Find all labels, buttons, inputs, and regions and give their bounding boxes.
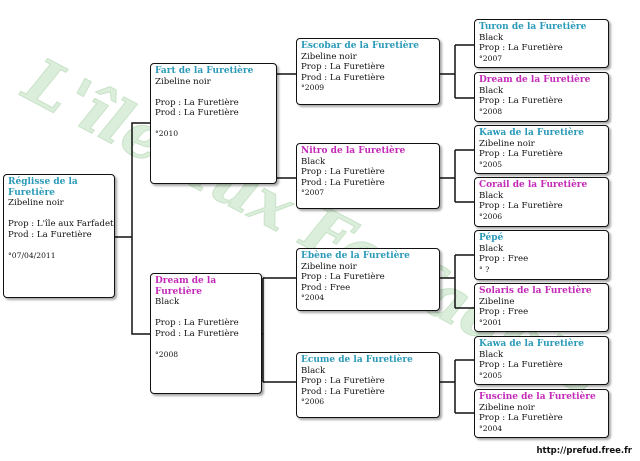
card-year: °2008 [479,106,503,116]
card-prod: Prod : La Furetière [301,72,385,83]
card-prop: Prop : La Furetière [479,360,563,371]
card-year: °07/04/2011 [8,250,56,260]
card-prop: Prop : La Furetière [301,376,385,387]
card-name: Ecume de la Furetière [301,355,413,365]
card-name: Pépé [479,233,504,243]
card-color: Black [479,243,504,254]
card-prop: Prop : La Furetière [479,413,563,424]
card-ecume: Ecume de la Furetière Black Prop : La Fu… [296,352,440,418]
card-color: Zibeline noir [301,51,357,62]
card-prop: Prop : La Furetière [155,97,239,108]
card-year: °2006 [301,397,325,407]
card-color: Zibeline noir [155,76,211,87]
card-kawa-2: Kawa de la Furetière Black Prop : La Fur… [474,336,609,385]
card-color: Zibeline noir [301,261,357,272]
connector-nitro [440,149,474,203]
site-url: http://prefud.free.fr [536,446,632,456]
card-fuscine: Fuscine de la Furetière Zibeline noir Pr… [474,389,609,438]
connector-ecume [440,359,474,414]
card-year: °2010 [155,129,179,139]
card-name: Fart de la Furetière [155,66,254,76]
card-year: °2008 [155,349,179,359]
card-color: Black [155,297,180,307]
card-color: Black [479,349,504,360]
card-name: Nitro de la Furetière [301,146,406,156]
card-year: °2009 [301,83,325,93]
connector-dream [262,277,296,383]
card-name: Escobar de la Furetière [301,41,419,51]
card-prod: Prod : La Furetière [301,177,385,188]
card-prod: Prod : La Furetière [155,328,239,339]
card-color: Zibeline noir [479,402,535,413]
card-solaris: Solaris de la Furetière Zibeline Prop : … [474,283,609,332]
card-prop: Prop : La Furetière [479,149,563,160]
connector-ebene [440,254,474,309]
card-name: Ebène de la Furetière [301,251,410,261]
card-prod: Prod : La Furetière [8,229,92,240]
card-prop: Prop : L'île aux Farfadets [8,219,115,230]
card-color: Black [479,32,504,43]
card-year: °2007 [301,188,325,198]
card-dream-1: Dream de la Furetière Black Prop : La Fu… [150,273,262,394]
card-year: °2005 [479,159,503,169]
card-nitro: Nitro de la Furetière Black Prop : La Fu… [296,143,440,209]
card-ebene: Ebène de la Furetière Zibeline noir Prop… [296,248,440,311]
card-prop: Prop : La Furetière [301,272,385,283]
card-name: Turon de la Furetière [479,22,587,32]
card-corail: Corail de la Furetière Black Prop : La F… [474,177,609,227]
card-color: Zibeline noir [479,138,535,149]
card-color: Zibeline [479,296,515,307]
card-prop: Prop : La Furetière [301,167,385,178]
card-year: ° ? [479,264,490,274]
card-prod: Prod : Free [301,282,351,293]
card-prod: Prod : La Furetière [155,108,239,119]
card-year: °2006 [479,211,503,221]
card-name: Solaris de la Furetière [479,286,592,296]
card-prop: Prop : La Furetière [479,201,563,212]
card-prop: Prop : La Furetière [479,96,563,107]
connector-escobar [440,44,474,99]
card-name: Dream de la Furetière [155,276,217,297]
connector-root [115,122,150,335]
card-escobar: Escobar de la Furetière Zibeline noir Pr… [296,38,440,105]
card-year: °2004 [479,423,503,433]
card-color: Black [301,365,326,376]
card-year: °2005 [479,370,503,380]
card-color: Black [479,85,504,96]
card-prod: Prod : La Furetière [301,386,385,397]
card-prop: Prop : La Furetière [155,318,239,329]
card-name: Dream de la Furetière [479,75,591,85]
card-color: Zibeline noir [8,198,64,208]
card-name: Réglisse de la Furetière [8,177,78,198]
card-dream-2: Dream de la Furetière Black Prop : La Fu… [474,72,609,122]
card-name: Corail de la Furetière [479,180,588,190]
card-fart: Fart de la Furetière Zibeline noir Prop … [150,63,277,184]
card-color: Black [301,156,326,167]
card-pepe: Pépé Black Prop : Free ° ? [474,230,609,280]
card-prop: Prop : Free [479,307,529,318]
card-year: °2001 [479,317,503,327]
card-name: Kawa de la Furetière [479,128,584,138]
card-prop: Prop : La Furetière [479,43,563,54]
card-prop: Prop : La Furetière [301,62,385,73]
card-name: Fuscine de la Furetière [479,392,596,402]
card-reglisse: Réglisse de la Furetière Zibeline noir P… [3,174,115,298]
card-year: °2004 [301,293,325,303]
card-prop: Prop : Free [479,254,529,265]
card-turon: Turon de la Furetière Black Prop : La Fu… [474,19,609,68]
card-name: Kawa de la Furetière [479,339,584,349]
card-year: °2007 [479,53,503,63]
card-kawa-1: Kawa de la Furetière Zibeline noir Prop … [474,125,609,174]
card-color: Black [479,190,504,201]
